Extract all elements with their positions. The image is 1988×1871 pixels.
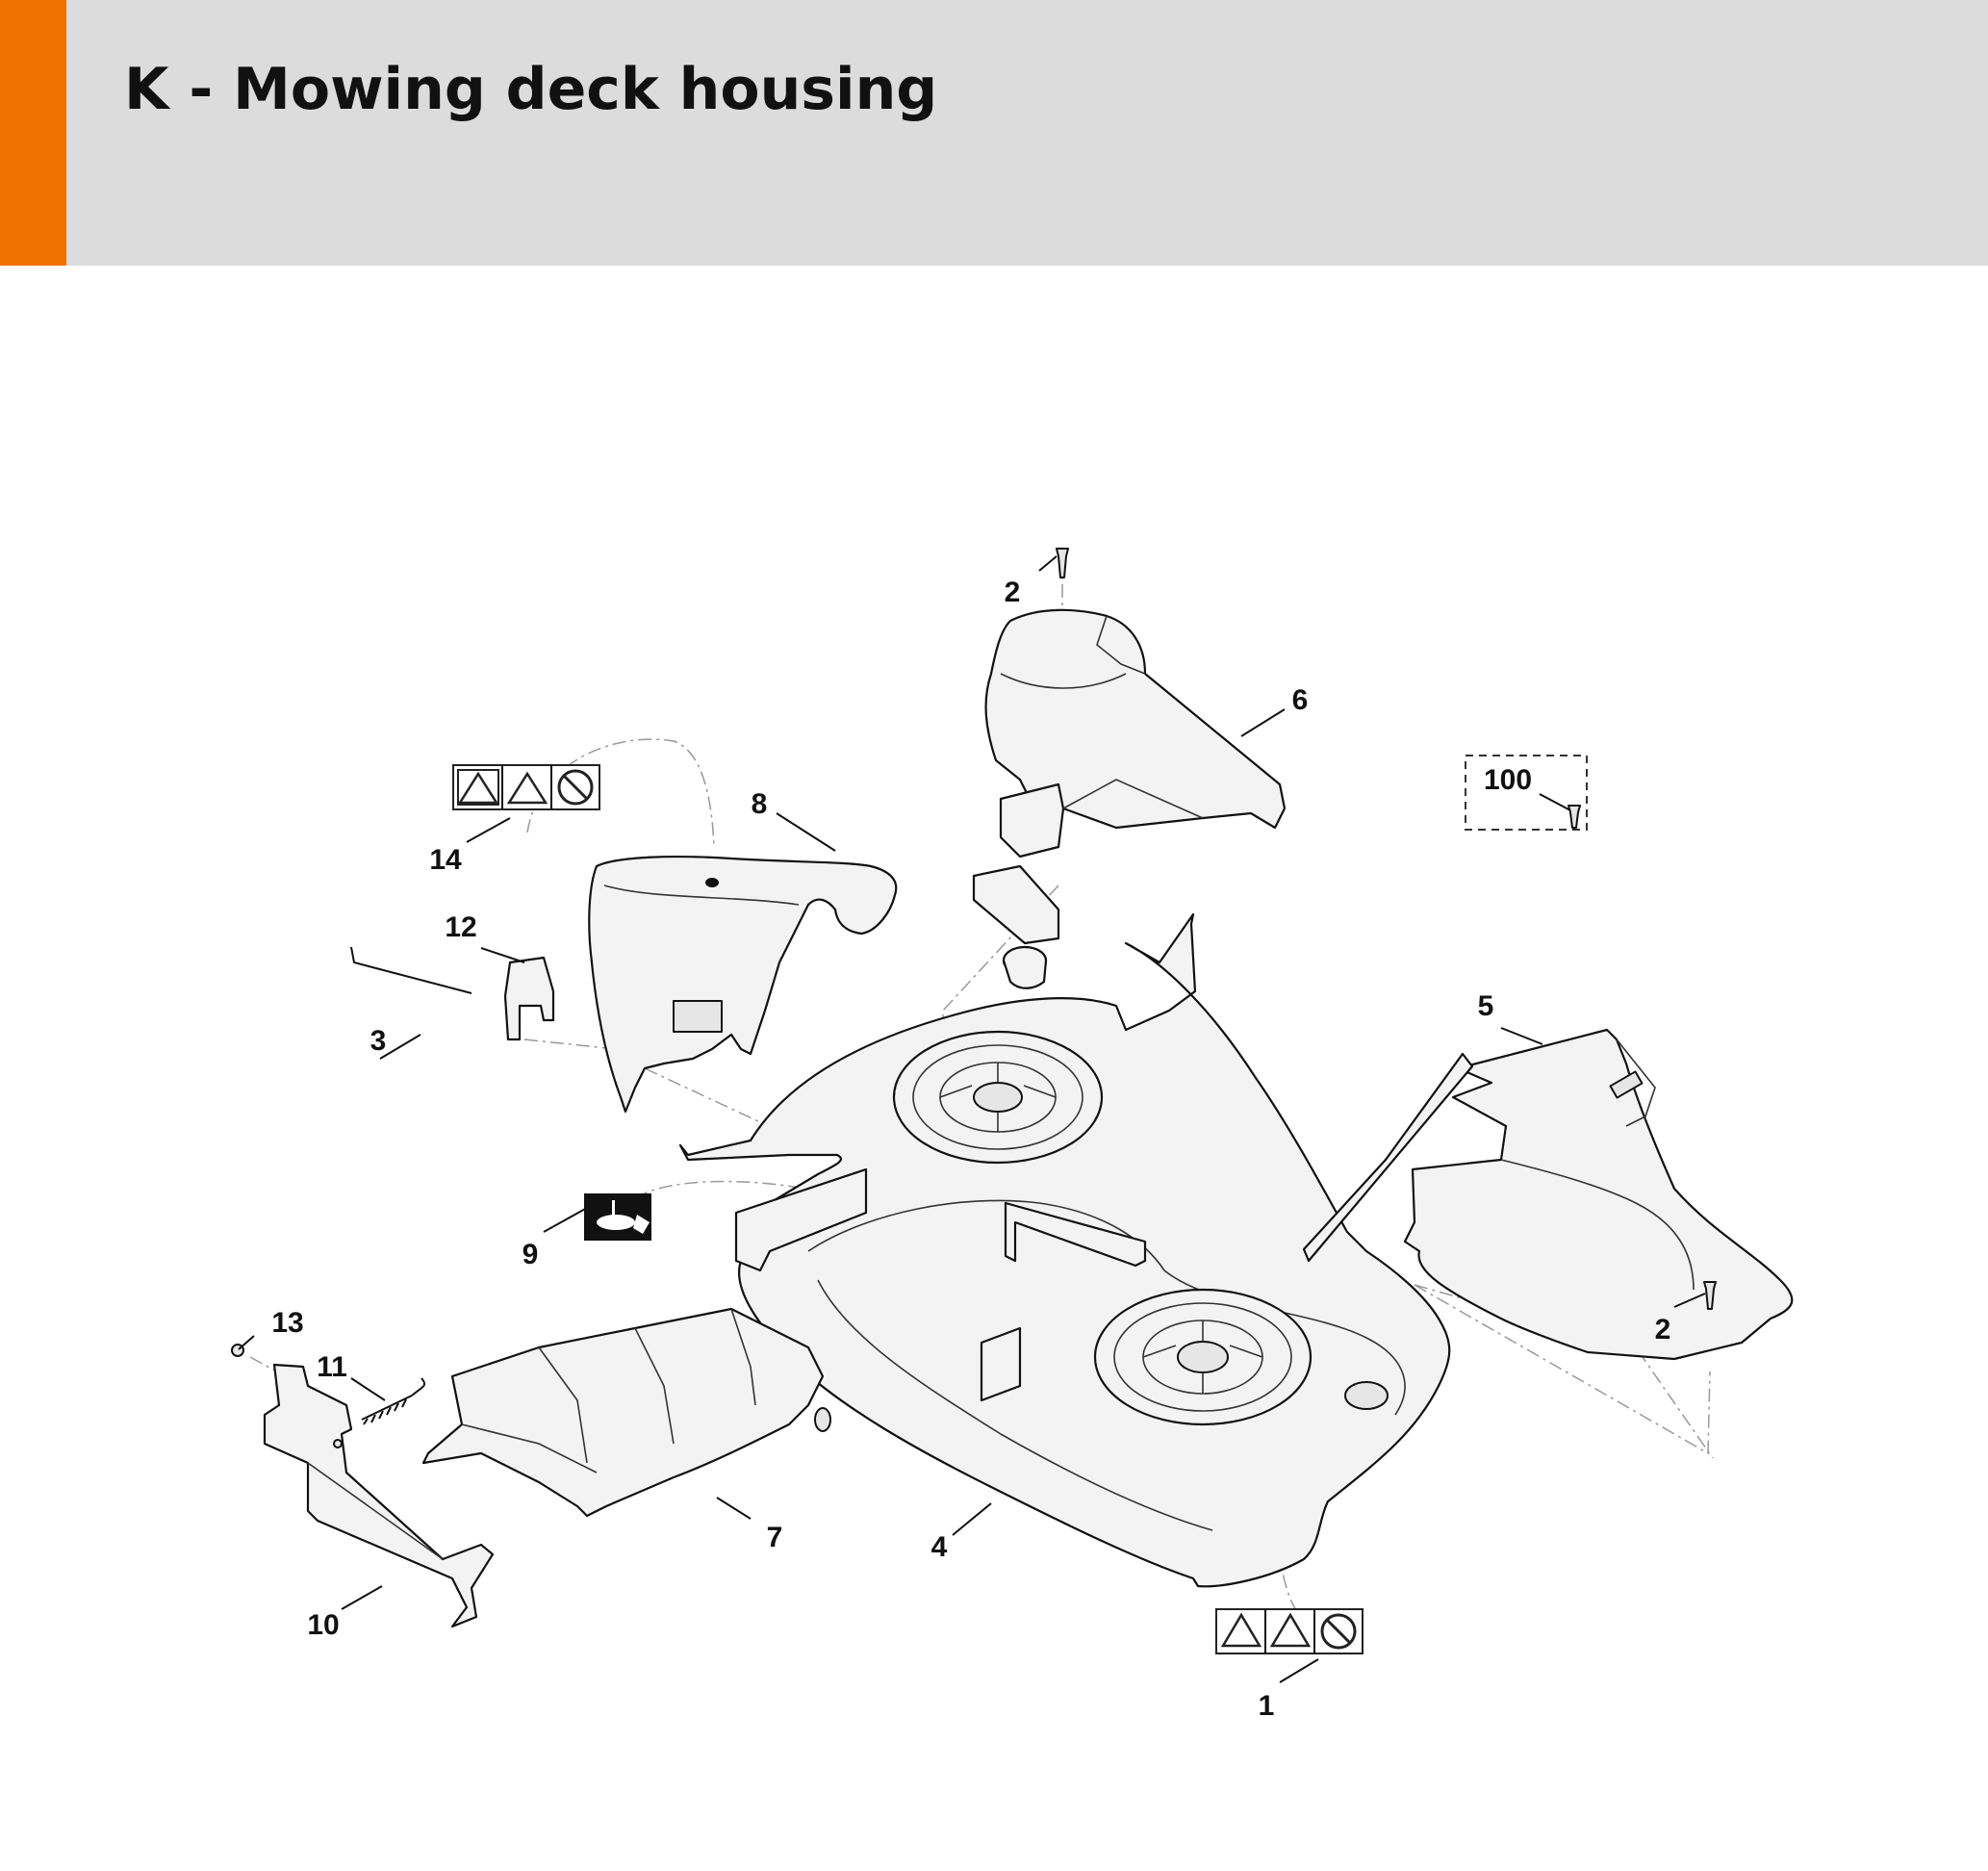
callout-11: 11 <box>317 1351 347 1383</box>
page-header: K - Mowing deck housing <box>0 0 1988 266</box>
deck-housing-icon <box>678 912 1451 1588</box>
callout-12: 12 <box>445 911 476 943</box>
callout-7: 7 <box>767 1522 783 1553</box>
page-title: K - Mowing deck housing <box>124 56 938 123</box>
hinge-clip-icon <box>350 946 555 1041</box>
callout-6: 6 <box>1292 684 1309 716</box>
callout-5: 5 <box>1478 990 1494 1022</box>
callout-9: 9 <box>522 1239 539 1270</box>
kit-box <box>1465 755 1588 831</box>
callout-10: 10 <box>307 1609 339 1641</box>
spring-icon <box>361 1377 426 1425</box>
callout-labels: 2 6 100 8 14 12 3 5 9 13 11 2 7 4 10 1 <box>271 577 1670 1722</box>
callout-3: 3 <box>370 1025 387 1057</box>
callout-2: 2 <box>1005 577 1021 608</box>
lift-label-icon <box>584 1193 651 1241</box>
warning-label-icon <box>452 764 600 810</box>
callout-8: 8 <box>752 788 768 820</box>
warning-label-icon <box>1215 1608 1364 1654</box>
accent-bar <box>0 0 66 266</box>
callout-13: 13 <box>271 1307 303 1339</box>
bracket-icon <box>263 1363 495 1628</box>
callout-4: 4 <box>931 1531 948 1563</box>
leader-lines <box>238 555 1706 1683</box>
callout-1: 1 <box>1259 1690 1275 1722</box>
rear-cover-icon <box>1302 1028 1794 1361</box>
callout-14: 14 <box>429 844 462 876</box>
callout-100: 100 <box>1484 764 1532 796</box>
callout-2-right: 2 <box>1655 1314 1671 1346</box>
discharge-chute-icon <box>972 608 1287 945</box>
side-chute-icon <box>588 855 898 1114</box>
grass-deflector-icon <box>421 1307 831 1518</box>
screw-icon <box>231 548 1717 1357</box>
